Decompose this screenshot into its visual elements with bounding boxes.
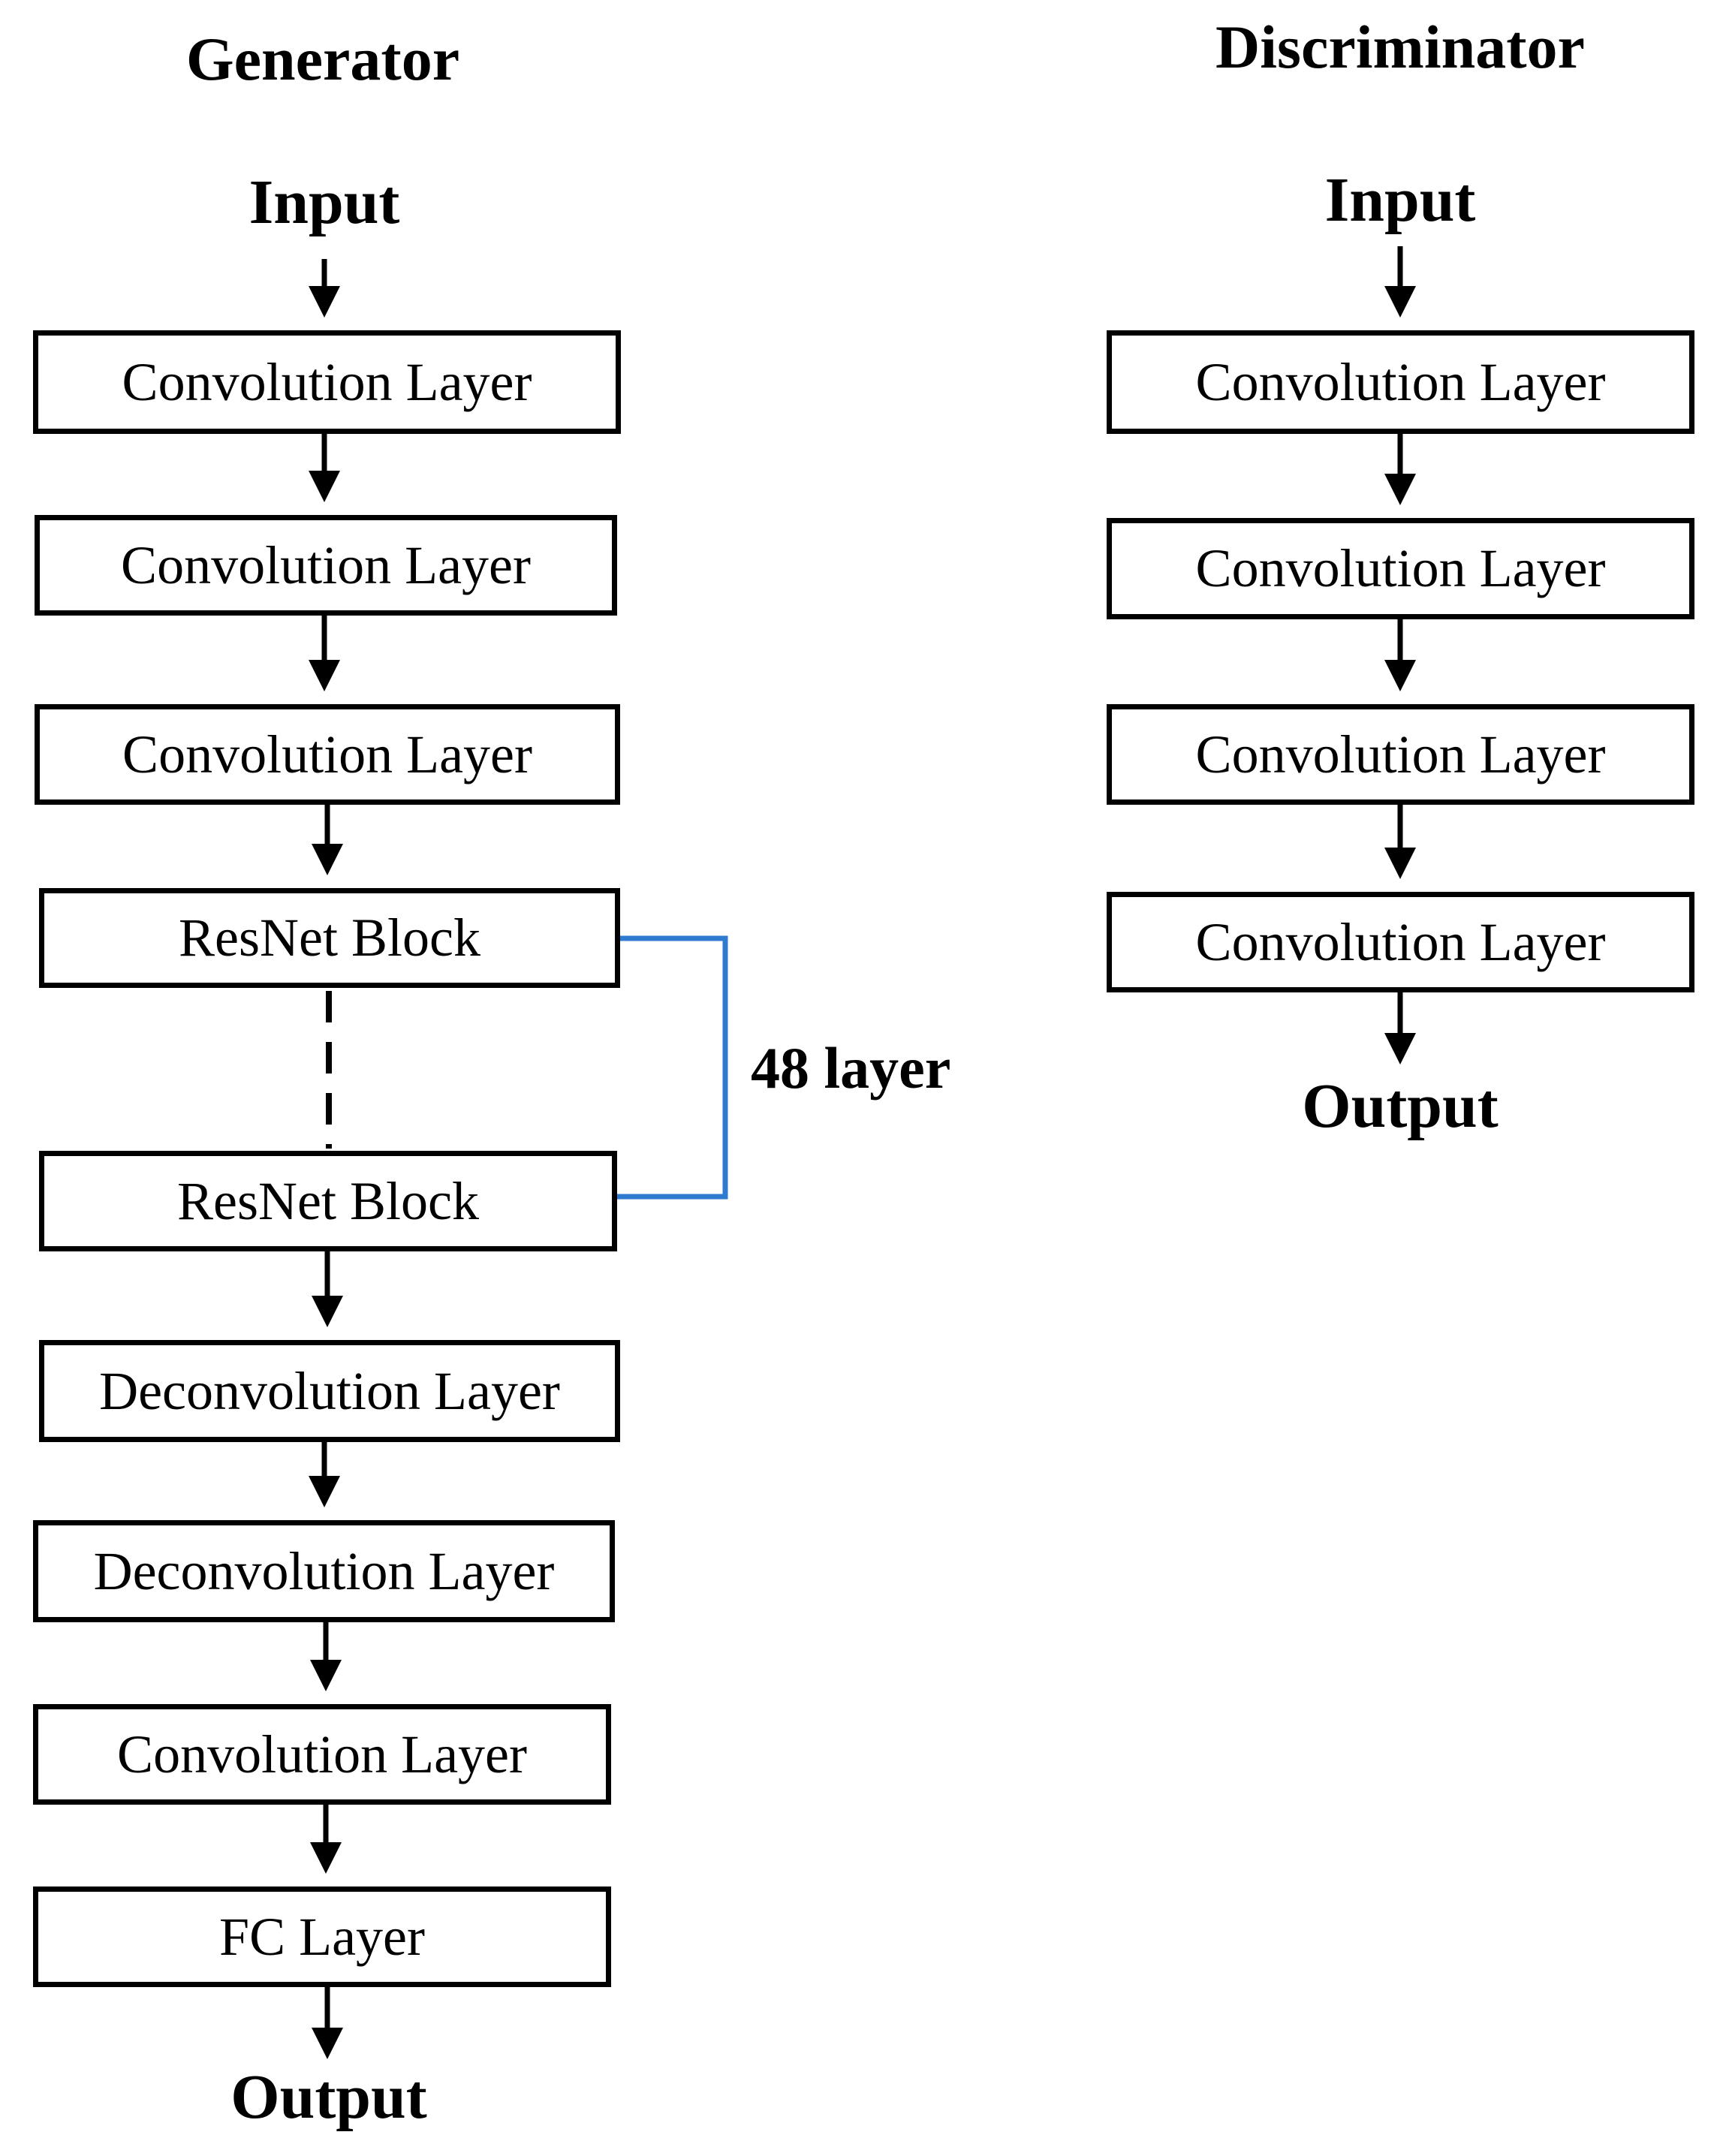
discriminator-title: Discriminator — [1215, 13, 1585, 81]
generator-conv-layer-4: Convolution Layer — [33, 1704, 611, 1805]
discriminator-conv-layer-3: Convolution Layer — [1107, 704, 1694, 805]
generator-resnet-block-first: ResNet Block — [39, 888, 620, 988]
discriminator-input-label: Input — [1324, 165, 1476, 235]
generator-fc-layer: FC Layer — [33, 1886, 611, 1987]
resnet-repeat-bracket — [610, 935, 728, 1200]
discriminator-conv-layer-4: Convolution Layer — [1107, 892, 1694, 992]
generator-input-label: Input — [249, 167, 400, 237]
discriminator-conv-layer-2: Convolution Layer — [1107, 518, 1694, 619]
discriminator-conv-layer-1: Convolution Layer — [1107, 330, 1694, 434]
generator-output-label: Output — [230, 2062, 427, 2132]
generator-conv-layer-1: Convolution Layer — [33, 330, 621, 434]
generator-resnet-block-last: ResNet Block — [39, 1151, 617, 1251]
generator-conv-layer-3: Convolution Layer — [35, 704, 620, 805]
discriminator-output-label: Output — [1302, 1071, 1499, 1141]
resnet-repeat-count-label: 48 layer — [751, 1035, 951, 1101]
generator-deconv-layer-2: Deconvolution Layer — [33, 1520, 615, 1622]
generator-title: Generator — [185, 25, 460, 93]
generator-deconv-layer-1: Deconvolution Layer — [39, 1340, 620, 1442]
generator-conv-layer-2: Convolution Layer — [35, 515, 617, 616]
